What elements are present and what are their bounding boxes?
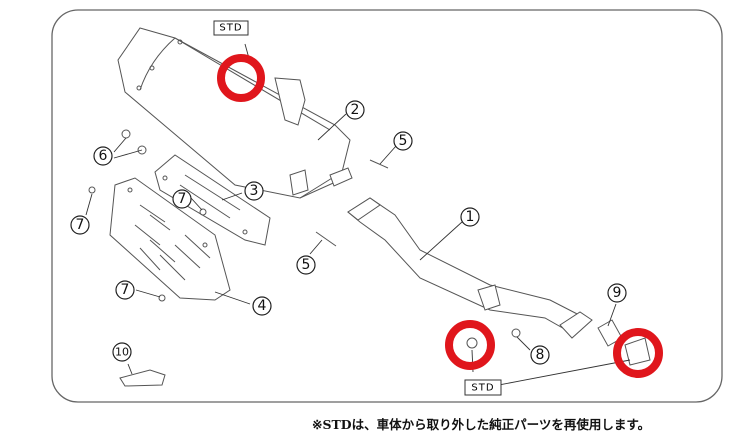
std-footnote: ※STDは、車体から取り外した純正パーツを再使用します。	[312, 417, 651, 432]
callout-7a: 7	[70, 215, 90, 235]
highlight-ring-nut	[445, 320, 495, 370]
std-label-bottom: STD	[464, 379, 502, 396]
svg-text:5: 5	[399, 133, 408, 149]
callout-9: 9	[607, 283, 627, 303]
callout-10: 10	[112, 342, 132, 362]
callout-7c: 7	[115, 280, 135, 300]
std-label-top: STD	[213, 20, 249, 36]
svg-text:STD: STD	[219, 23, 242, 34]
svg-text:10: 10	[115, 346, 129, 359]
bolts-part-6	[121, 129, 147, 155]
std-nut	[466, 337, 478, 349]
highlight-ring-top	[217, 54, 265, 102]
callout-5b: 5	[296, 255, 316, 275]
spring-part-5	[315, 159, 389, 247]
std-clamp	[624, 337, 651, 366]
callout-8: 8	[530, 345, 550, 365]
svg-text:7: 7	[178, 191, 187, 207]
svg-text:2: 2	[351, 102, 360, 118]
callout-3: 3	[244, 181, 264, 201]
link-pipe-part-1	[347, 197, 593, 339]
diagram-frame	[51, 9, 723, 403]
callout-2: 2	[345, 100, 365, 120]
svg-text:7: 7	[121, 282, 130, 298]
svg-text:3: 3	[250, 183, 259, 199]
svg-text:1: 1	[466, 209, 475, 225]
callout-1: 1	[460, 207, 480, 227]
callout-7b: 7	[172, 189, 192, 209]
svg-text:9: 9	[613, 285, 622, 301]
highlight-ring-clamp	[613, 328, 663, 378]
callout-4: 4	[252, 296, 272, 316]
insert-part-10	[119, 369, 166, 387]
leader-lines	[85, 43, 631, 389]
callout-5a: 5	[393, 131, 413, 151]
callout-6: 6	[93, 146, 113, 166]
svg-text:7: 7	[76, 217, 85, 233]
nut-part-8	[511, 328, 521, 338]
svg-text:4: 4	[258, 298, 267, 314]
svg-text:STD: STD	[471, 383, 494, 394]
bracket-part-3	[154, 154, 271, 246]
bolts-part-7	[88, 186, 207, 302]
silencer-part-2	[117, 27, 353, 199]
svg-text:8: 8	[536, 347, 545, 363]
svg-text:5: 5	[302, 257, 311, 273]
svg-text:6: 6	[99, 148, 108, 164]
